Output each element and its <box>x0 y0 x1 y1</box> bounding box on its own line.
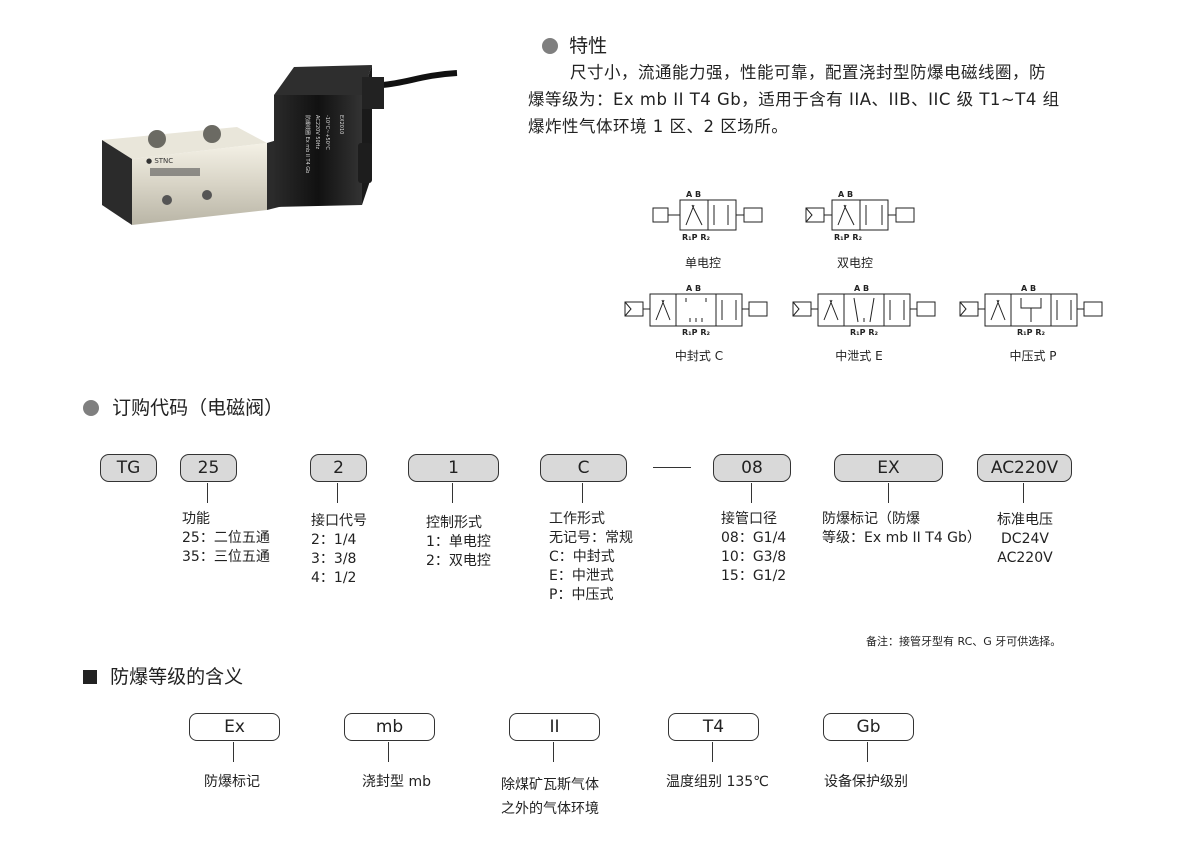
desc-function: 功能 25：二位五通 35：三位五通 <box>182 511 270 565</box>
connector-line <box>388 742 389 762</box>
symbol-center-pressure <box>959 293 1103 327</box>
symbol-center-exhaust <box>792 293 936 327</box>
order-heading: 订购代码（电磁阀） <box>83 393 283 420</box>
connector-line <box>712 742 713 762</box>
order-note: 备注：接管牙型有 RC、G 牙可供选择。 <box>866 635 1062 648</box>
heading-bullet-icon <box>542 38 558 54</box>
svg-text:EX2010: EX2010 <box>338 115 344 134</box>
desc-voltage: 标准电压 DC24V AC220V <box>997 512 1053 566</box>
grade-box-t4: T4 <box>668 713 759 741</box>
code-box-voltage: AC220V <box>977 454 1072 482</box>
svg-text:R₁P R₂: R₁P R₂ <box>682 233 710 242</box>
connector-line <box>452 483 453 503</box>
features-heading: 特性 <box>542 31 607 58</box>
desc-ex: 防爆标记（防爆 等级：Ex mb II T4 Gb） <box>822 511 981 546</box>
connector-line <box>888 483 889 503</box>
svg-text:-10°C~+50°C: -10°C~+50°C <box>324 115 330 150</box>
features-line: 爆等级为：Ex mb II T4 Gb，适用于含有 IIA、IIB、IIC 级 … <box>528 90 1060 109</box>
connector-line <box>582 483 583 503</box>
code-box-function: 25 <box>180 454 237 482</box>
code-box-work: C <box>540 454 627 482</box>
desc-pipe: 接管口径 08：G1/4 10：G3/8 15：G1/2 <box>721 511 787 584</box>
grade-desc-t4: 温度组别 135℃ <box>666 774 769 790</box>
grade-desc-mb: 浇封型 mb <box>362 774 431 790</box>
symbol-label: 中压式 P <box>1009 349 1057 363</box>
grade-heading: 防爆等级的含义 <box>83 662 243 689</box>
code-box-control: 1 <box>408 454 499 482</box>
features-line: 尺寸小，流通能力强，性能可靠，配置浇封型防爆电磁线圈，防 <box>570 63 1046 82</box>
svg-text:R₁P R₂: R₁P R₂ <box>850 328 878 337</box>
features-text: 尺寸小，流通能力强，性能可靠，配置浇封型防爆电磁线圈，防 爆等级为：Ex mb … <box>528 59 1118 140</box>
heading-bullet-icon <box>83 400 99 416</box>
symbol-label: 单电控 <box>684 256 721 270</box>
connector-line <box>233 742 234 762</box>
code-box-series: TG <box>100 454 157 482</box>
product-photo: ● STNC 防爆线圈 Ex mb II T4 Gb AC220V 50Hz -… <box>62 55 462 240</box>
symbol-double-solenoid <box>805 199 915 231</box>
svg-text:A B: A B <box>854 284 869 293</box>
connector-line <box>207 483 208 503</box>
svg-text:A B: A B <box>686 190 701 199</box>
connector-line <box>553 742 554 762</box>
grade-box-gb: Gb <box>823 713 914 741</box>
svg-text:R₁P R₂: R₁P R₂ <box>834 233 862 242</box>
symbol-label: 中泄式 E <box>835 349 883 363</box>
features-line: 爆炸性气体环境 1 区、2 区场所。 <box>528 117 789 136</box>
solenoid-valve-illustration: ● STNC 防爆线圈 Ex mb II T4 Gb AC220V 50Hz -… <box>102 65 458 225</box>
desc-port: 接口代号 2：1/4 3：3/8 4：1/2 <box>311 513 367 586</box>
code-box-port: 2 <box>310 454 367 482</box>
grade-desc-ii: 除煤矿瓦斯气体 之外的气体环境 <box>501 777 599 817</box>
symbol-label: 中封式 C <box>674 349 724 363</box>
svg-text:AC220V 50Hz: AC220V 50Hz <box>314 115 320 149</box>
svg-text:R₁P R₂: R₁P R₂ <box>1017 328 1045 337</box>
svg-text:A B: A B <box>1021 284 1036 293</box>
symbol-single-solenoid <box>652 199 763 231</box>
grade-box-mb: mb <box>344 713 435 741</box>
connector-line <box>867 742 868 762</box>
separator-dash <box>653 467 691 468</box>
svg-text:R₁P R₂: R₁P R₂ <box>682 328 710 337</box>
desc-control: 控制形式 1：单电控 2：双电控 <box>426 515 491 569</box>
connector-line <box>1023 483 1024 503</box>
grade-box-ex: Ex <box>189 713 280 741</box>
heading-square-icon <box>83 670 97 684</box>
svg-text:A B: A B <box>686 284 701 293</box>
connector-line <box>751 483 752 503</box>
code-box-pipe: 08 <box>713 454 791 482</box>
svg-text:防爆线圈 Ex mb II T4 Gb: 防爆线圈 Ex mb II T4 Gb <box>304 115 311 173</box>
connector-line <box>337 483 338 503</box>
valve-symbols: A B R₁P R₂ A B R₁P R₂ A B R₁P R₂ A B R₁P… <box>624 190 1103 337</box>
grade-desc-gb: 设备保护级别 <box>824 774 908 790</box>
svg-text:A B: A B <box>838 190 853 199</box>
desc-work: 工作形式 无记号：常规 C：中封式 E：中泄式 P：中压式 <box>549 511 633 603</box>
grade-box-ii: II <box>509 713 600 741</box>
grade-desc-ex: 防爆标记 <box>204 774 260 790</box>
code-box-ex: EX <box>834 454 943 482</box>
brand-text: ● STNC <box>146 157 173 165</box>
symbol-center-closed <box>624 293 768 327</box>
symbol-label: 双电控 <box>836 256 873 270</box>
